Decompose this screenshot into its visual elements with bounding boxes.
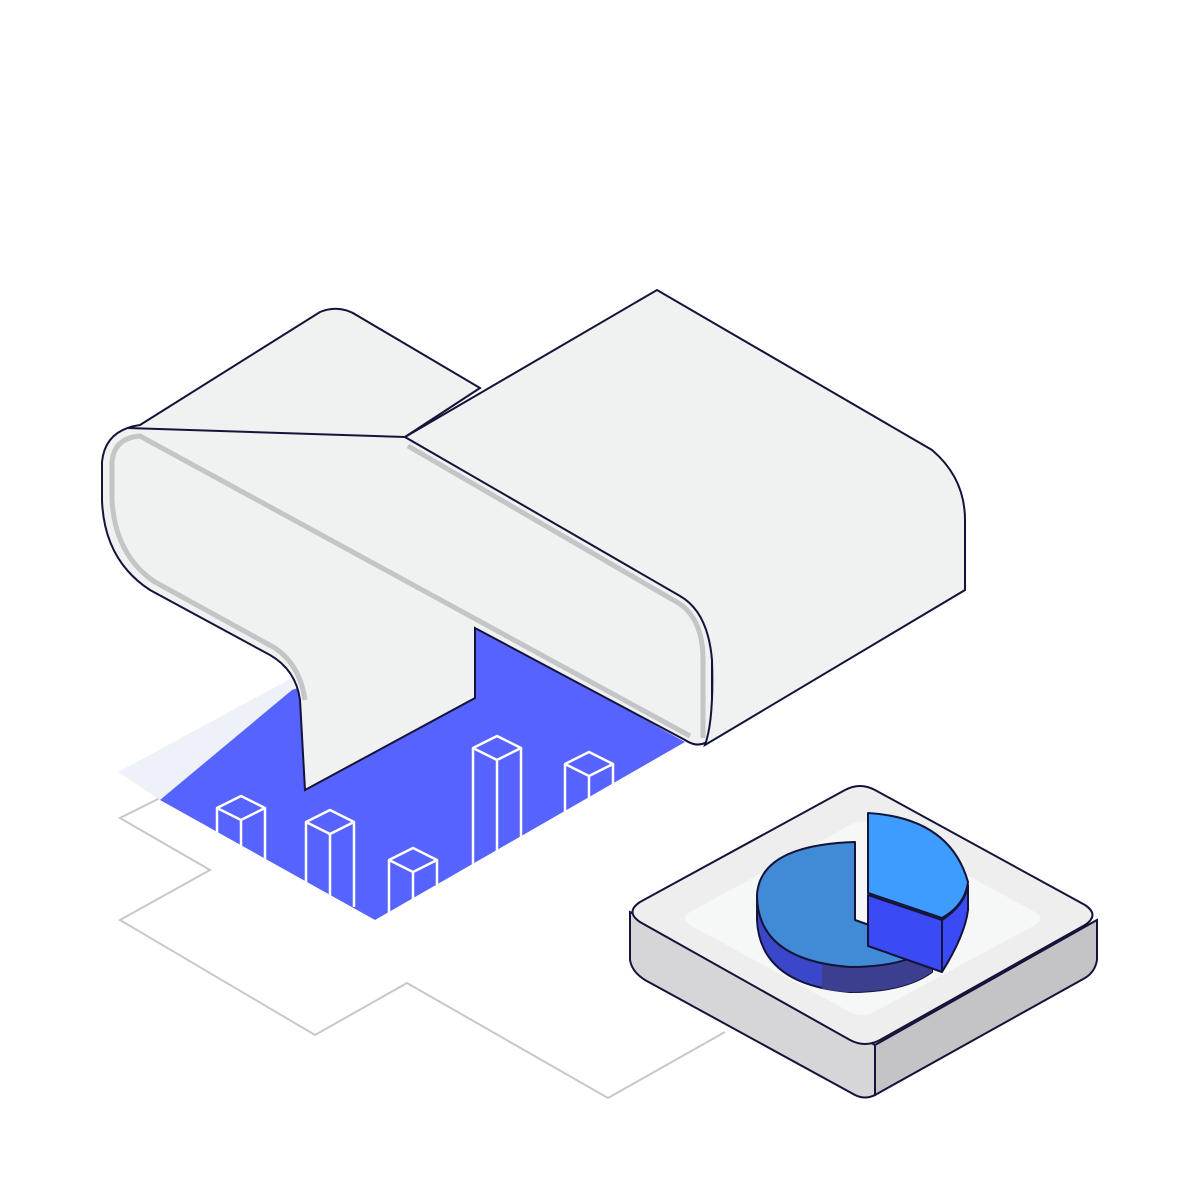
bar	[563, 750, 615, 832]
bar-chart-bars	[215, 734, 615, 934]
tile-side-left	[629, 910, 876, 1099]
floor-outline	[117, 797, 726, 1100]
pie-small-slice-side	[867, 884, 969, 973]
bar	[387, 846, 439, 934]
bar	[304, 808, 356, 919]
floor-shadow-strip	[118, 678, 300, 800]
speech-bubble-back-ribbon	[101, 307, 713, 792]
bar	[215, 794, 267, 882]
pie-small-slice	[867, 812, 969, 919]
speech-bubble-front-shadow	[406, 443, 706, 738]
bar	[471, 734, 523, 894]
speech-bubble-edge	[109, 433, 692, 739]
speech-bubble-front-block	[403, 288, 966, 748]
blue-floor-panel	[160, 625, 685, 920]
pie-chart	[756, 812, 969, 993]
tile-side-right	[874, 918, 1098, 1097]
speech-bubble-ribbon-top-line	[127, 427, 406, 438]
pie-large-slice-side-dark	[822, 947, 932, 992]
